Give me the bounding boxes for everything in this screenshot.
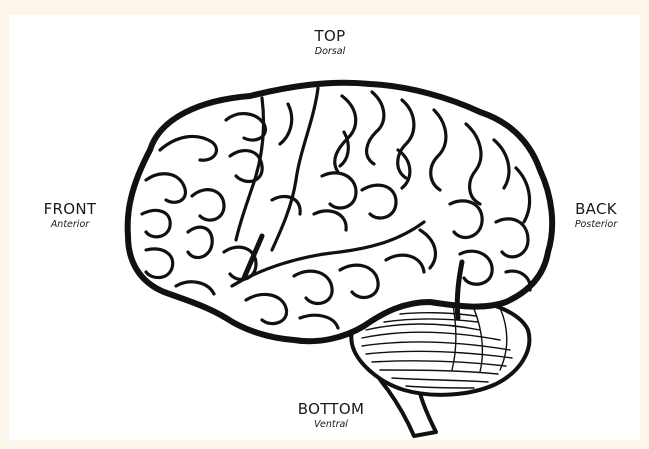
label-front: FRONT Anterior [36, 202, 104, 230]
label-top-main: TOP [300, 29, 360, 44]
label-bottom-main: BOTTOM [286, 402, 376, 417]
label-front-main: FRONT [36, 202, 104, 217]
label-top-sub: Dorsal [300, 47, 360, 57]
cerebrum [128, 83, 553, 341]
label-back: BACK Posterior [563, 202, 629, 230]
label-bottom: BOTTOM Ventral [286, 402, 376, 430]
label-front-sub: Anterior [36, 220, 104, 230]
label-top: TOP Dorsal [300, 29, 360, 57]
label-bottom-sub: Ventral [286, 420, 376, 430]
label-back-sub: Posterior [563, 220, 629, 230]
label-back-main: BACK [563, 202, 629, 217]
